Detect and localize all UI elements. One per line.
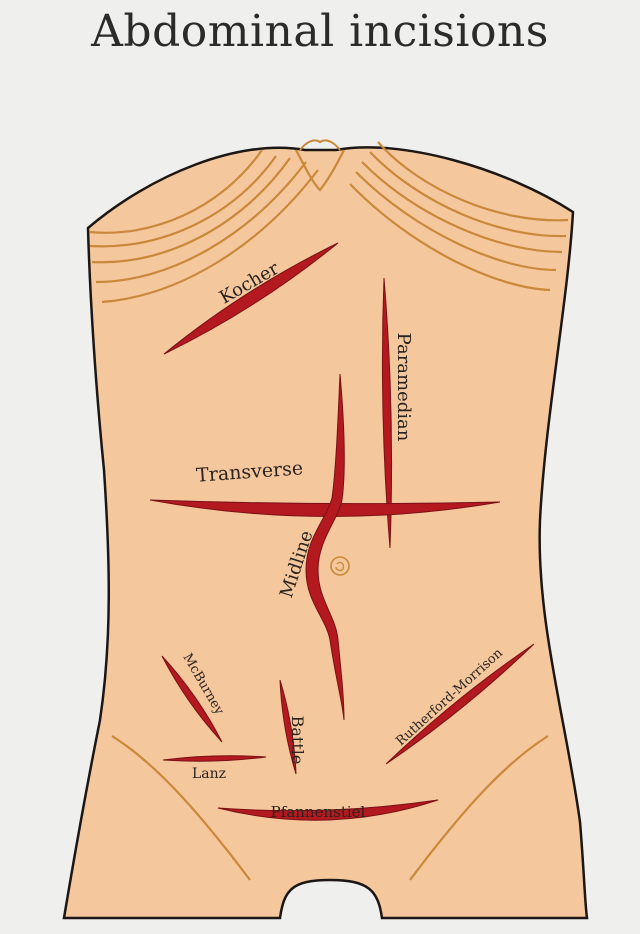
pfannenstiel-label: Pfannenstiel (271, 803, 366, 821)
lanz-incision (162, 755, 267, 762)
umbilicus (330, 556, 350, 576)
left-pectoral-lines (89, 149, 319, 304)
lanz-label: Lanz (192, 766, 226, 782)
page-title: Abdominal incisions (91, 6, 549, 57)
paramedian-incision (381, 277, 393, 549)
rutherford-morrison-incision (385, 643, 535, 765)
left-inguinal-crease (111, 735, 251, 881)
sternum-notch-mark (299, 139, 341, 151)
battle-label: Battle (288, 716, 307, 765)
right-pectoral-lines (349, 141, 569, 292)
pfannenstiel-incision (217, 799, 439, 821)
mcburney-incision (161, 655, 223, 743)
transverse-incision (149, 499, 501, 518)
neck-notch (295, 149, 345, 192)
kocher-incision (163, 242, 339, 355)
right-inguinal-crease (409, 735, 549, 881)
paramedian-label: Paramedian (393, 333, 414, 442)
battle-incision (279, 679, 297, 775)
midline-incision (305, 373, 345, 721)
